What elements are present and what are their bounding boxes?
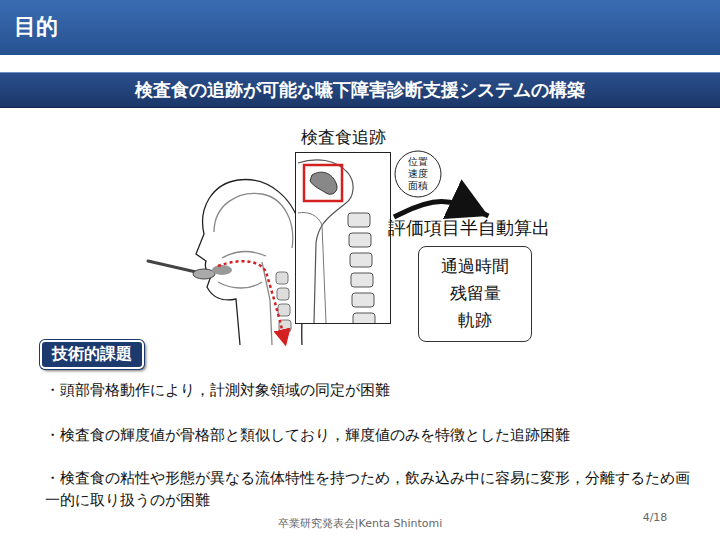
page-number: 4/18 — [630, 510, 680, 526]
vertebra — [353, 313, 375, 323]
feature-text: 位置 速度 面積 — [408, 156, 428, 192]
vertebra — [352, 293, 374, 307]
objective-text: 検査食の追跡が可能な嚥下障害診断支援システムの構築 — [135, 78, 585, 102]
tracking-box — [304, 165, 342, 201]
flow-arrow — [394, 202, 488, 218]
xray-airway — [298, 213, 326, 324]
footer-text: 卒業研究発表会|Kenta Shintomi — [200, 516, 520, 532]
spoon — [148, 261, 215, 279]
title-bar — [0, 0, 720, 55]
vertebra — [349, 233, 371, 247]
issue-bullet: ・頭部骨格動作により，計測対象領域の同定が困難 — [45, 380, 390, 402]
vertebra — [348, 213, 370, 227]
xray-frame — [295, 152, 391, 324]
xray-inset: 検査食追跡 — [292, 126, 394, 324]
issue-text: 技術的課題 — [52, 344, 132, 363]
bolus — [212, 265, 232, 275]
xray-outline — [298, 160, 353, 323]
slide-title: 目的 — [14, 12, 58, 42]
evaluation-items: 通過時間 残留量 軌跡 — [418, 246, 532, 342]
swallow-path — [218, 261, 284, 338]
issue-tag: 技術的課題 — [40, 340, 144, 369]
evaluation-group: 評価項目半自動算出通過時間 残留量 軌跡 — [388, 216, 550, 342]
spine — [276, 272, 291, 332]
bolus — [310, 172, 337, 194]
issue-bullet: ・検査食の輝度値が骨格部と類似しており，輝度値のみを特徴とした追跡困難 — [45, 425, 570, 447]
issue-bullet: ・検査食の粘性や形態が異なる流体特性を持つため，飲み込み中に容易に変形，分離する… — [45, 468, 695, 512]
vertebra — [350, 253, 372, 267]
xray-image — [296, 153, 390, 323]
evaluation-heading: 評価項目半自動算出 — [388, 216, 550, 240]
inset-heading: 検査食追跡 — [292, 126, 394, 152]
objective-band: 検査食の追跡が可能な嚥下障害診断支援システムの構築 — [0, 72, 720, 108]
head-figure — [196, 180, 304, 345]
vertebra — [351, 273, 373, 287]
feature-circle: 位置 速度 面積 — [394, 150, 442, 198]
